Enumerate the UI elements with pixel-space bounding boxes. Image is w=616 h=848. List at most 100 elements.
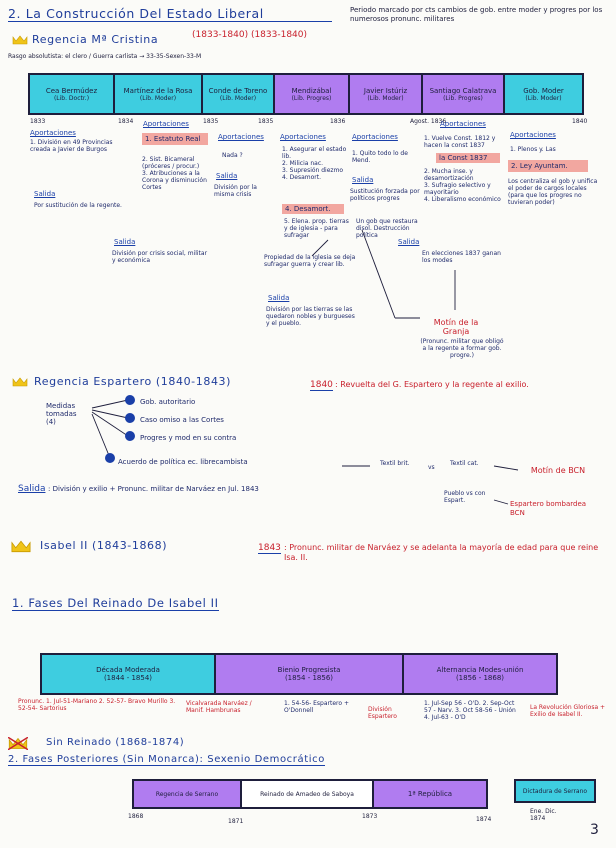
year-1833: 1833 xyxy=(30,118,46,125)
col6-body: 1. Vuelve Const. 1812 y hacen la const 1… xyxy=(424,135,496,149)
regencia-mc-title: Regencia Mª Cristina xyxy=(32,33,159,46)
segment-alternancia: Alternancia Modes-unión (1856 - 1868) xyxy=(404,655,556,693)
isabel-year-note: 1843 xyxy=(258,543,281,554)
col3-salida: Salida xyxy=(216,172,238,180)
col7-ley-ayuntam: 2. Ley Ayuntam. xyxy=(508,160,588,172)
regencia-mc-timeline: Cea Bermúdez (Lib. Doctr.) Martínez de l… xyxy=(28,73,584,115)
espartero-item-1: Gob. autoritario xyxy=(140,398,196,406)
segment-decada-moderada: Década Moderada (1844 - 1854) xyxy=(42,655,216,693)
espartero-bombardea: Espartero bombardea BCN xyxy=(510,500,587,517)
col3-aportaciones: Aportaciones xyxy=(218,133,264,141)
espartero-textil2: Textil cat. xyxy=(450,460,479,467)
year-1871: 1871 xyxy=(228,818,244,825)
segment-cea-bermudez: Cea Bermúdez (Lib. Doctr.) xyxy=(30,75,115,113)
year-1836: 1836 xyxy=(330,118,346,125)
col6-salida: Salida xyxy=(398,238,420,246)
col4-body: 1. Asegurar el estado lib. 2. Milicia na… xyxy=(282,146,347,181)
col6-salida-text: En elecciones 1837 ganan los modes xyxy=(422,250,501,264)
col6-const-1837: la Const 1837 xyxy=(436,153,500,163)
segment-primera-republica: 1ª República xyxy=(374,781,486,807)
col4-desamort: 4. Desamort. xyxy=(282,204,344,214)
year-1834: 1834 xyxy=(118,118,134,125)
year-1874: 1874 xyxy=(476,816,492,823)
espartero-item-3: Progres y mod en su contra xyxy=(140,434,237,442)
year-1835a: 1835 xyxy=(203,118,219,125)
sexenio-timeline: Regencia de Serrano Reinado de Amadeo de… xyxy=(132,779,488,809)
year-agost-1836: Agost. 1836 xyxy=(410,118,447,125)
col6-aportaciones: Aportaciones xyxy=(440,120,486,128)
col1-salida: Salida xyxy=(34,190,56,198)
col1-aportaciones: Aportaciones xyxy=(30,129,76,137)
fases-note-3: 1. 54-56- Espartero + O'Donnell xyxy=(284,700,349,714)
col7-body: 1. Plenos y. Las xyxy=(510,146,556,153)
col2-aportaciones: Aportaciones xyxy=(143,120,189,128)
col2-estatuto-real: 1. Estatuto Real xyxy=(142,133,208,145)
segment-amadeo-saboya: Reinado de Amadeo de Saboya xyxy=(242,781,374,807)
year-1840: 1840 xyxy=(572,118,588,125)
fases-note-2: Vicalvarada Narváez / Manif. Hambrunas xyxy=(186,700,252,714)
fases-title: 1. Fases Del Reinado De Isabel II xyxy=(12,596,219,611)
col3-salida-text: División por la misma crisis xyxy=(214,184,257,198)
espartero-year-note: 1840 xyxy=(310,380,333,391)
col4-salida: Salida xyxy=(268,294,290,302)
fases-note-6: La Revolución Gloriosa + Exilio de Isabe… xyxy=(530,704,606,718)
col6-motin-granja: Motín de la Granja xyxy=(433,318,479,336)
segment-regencia-serrano: Regencia de Serrano xyxy=(134,781,242,807)
segment-gob-moder: Gob. Moder (Lib. Moder) xyxy=(505,75,582,113)
espartero-medidas: Medidas tomadas (4) xyxy=(46,402,77,426)
fases-note-4: División Espartero xyxy=(368,706,397,720)
col5-aportaciones: Aportaciones xyxy=(352,133,398,141)
espartero-note: : Revuelta del G. Espartero y la regente… xyxy=(335,380,529,389)
col1-salida-text: Por sustitución de la regente. xyxy=(34,202,122,209)
col6-motin-desc: (Pronunc. militar que obligó a la regent… xyxy=(420,338,504,359)
col3-body: Nada ? xyxy=(222,152,243,159)
isabel-title: Isabel II (1843-1868) xyxy=(40,539,168,552)
espartero-salida-text: : División y exilio + Pronunc. militar d… xyxy=(48,485,259,493)
espartero-item-2: Caso omiso a las Cortes xyxy=(140,416,224,424)
sin-reinado-title: Sin Reinado (1868-1874) xyxy=(46,737,185,748)
segment-mendizabal: Mendizábal (Lib. Progres) xyxy=(275,75,350,113)
dictadura-serrano-box: Dictadura de Serrano xyxy=(514,779,596,803)
espartero-pueblo: Pueblo vs con Espart. xyxy=(444,490,486,504)
col5-extra: Un gob que restaura disol. Destrucción p… xyxy=(356,218,418,239)
col4-bottom: Propiedad de la iglesia se deja sufragar… xyxy=(264,254,356,268)
regencia-mc-subline: Rasgo absolutista: el clero / Guerra car… xyxy=(8,53,202,60)
col6-body2: 2. Mucha inse. y desamortización 3. Sufr… xyxy=(424,168,501,203)
segment-santiago-calatrava: Santiago Calatrava (Lib. Progres) xyxy=(423,75,505,113)
crown-icon xyxy=(12,35,28,45)
col5-salida-text: Sustitución forzada por políticos progre… xyxy=(350,188,420,202)
col4-salida-text: División por las tierras se las quedaron… xyxy=(266,306,355,327)
espartero-salida: Salida xyxy=(18,484,46,494)
segment-bienio-progresista: Bienio Progresista (1854 - 1856) xyxy=(216,655,404,693)
header-description: Periodo marcado por cts cambios de gob. … xyxy=(350,6,603,23)
col4-aportaciones: Aportaciones xyxy=(280,133,326,141)
crown-icon xyxy=(12,377,28,387)
year-1835b: 1835 xyxy=(258,118,274,125)
espartero-item-4: Acuerdo de política ec. librecambista xyxy=(118,458,248,466)
regencia-mc-years: (1833-1840) (1833-1840) xyxy=(192,30,308,40)
col2-salida: Salida xyxy=(114,238,136,246)
ene-dic-1874: Ene. Dic. 1874 xyxy=(530,808,557,822)
page-title: 2. La Construcción Del Estado Liberal xyxy=(8,6,332,22)
col4-body2: 5. Elena. prop. tierras y de iglesia - p… xyxy=(284,218,349,239)
segment-javier-isturiz: Javier Istúriz (Lib. Moder) xyxy=(350,75,423,113)
fases-note-1: Pronunc. 1. Jul-51-Mariano 2. 52-57- Bra… xyxy=(18,698,176,712)
year-1868: 1868 xyxy=(128,813,144,820)
page-number: 3 xyxy=(590,822,599,838)
col5-body: 1. Quito todo lo de Mend. xyxy=(352,150,408,164)
crown-icon xyxy=(11,540,31,553)
col1-body: 1. División en 49 Provincias creada a Ja… xyxy=(30,139,113,153)
sin-reinado-subtitle: 2. Fases Posteriores (Sin Monarca): Sexe… xyxy=(8,754,325,766)
espartero-title: Regencia Espartero (1840-1843) xyxy=(34,375,232,388)
year-1873: 1873 xyxy=(362,813,378,820)
col7-aportaciones: Aportaciones xyxy=(510,131,556,139)
fases-timeline: Década Moderada (1844 - 1854) Bienio Pro… xyxy=(40,653,558,695)
isabel-note: : Pronunc. militar de Narváez y se adela… xyxy=(284,543,599,562)
col7-body2: Los centraliza el gob y unifica el poder… xyxy=(508,178,598,206)
col5-salida: Salida xyxy=(352,176,374,184)
regencia-mc-connectors xyxy=(311,229,456,319)
espartero-connectors xyxy=(91,395,519,505)
col2-salida-text: División por crisis social, militar y ec… xyxy=(112,250,208,264)
segment-conde-de-toreno: Conde de Toreno (Lib. Moder) xyxy=(203,75,275,113)
crossed-crown-icon xyxy=(8,737,28,750)
